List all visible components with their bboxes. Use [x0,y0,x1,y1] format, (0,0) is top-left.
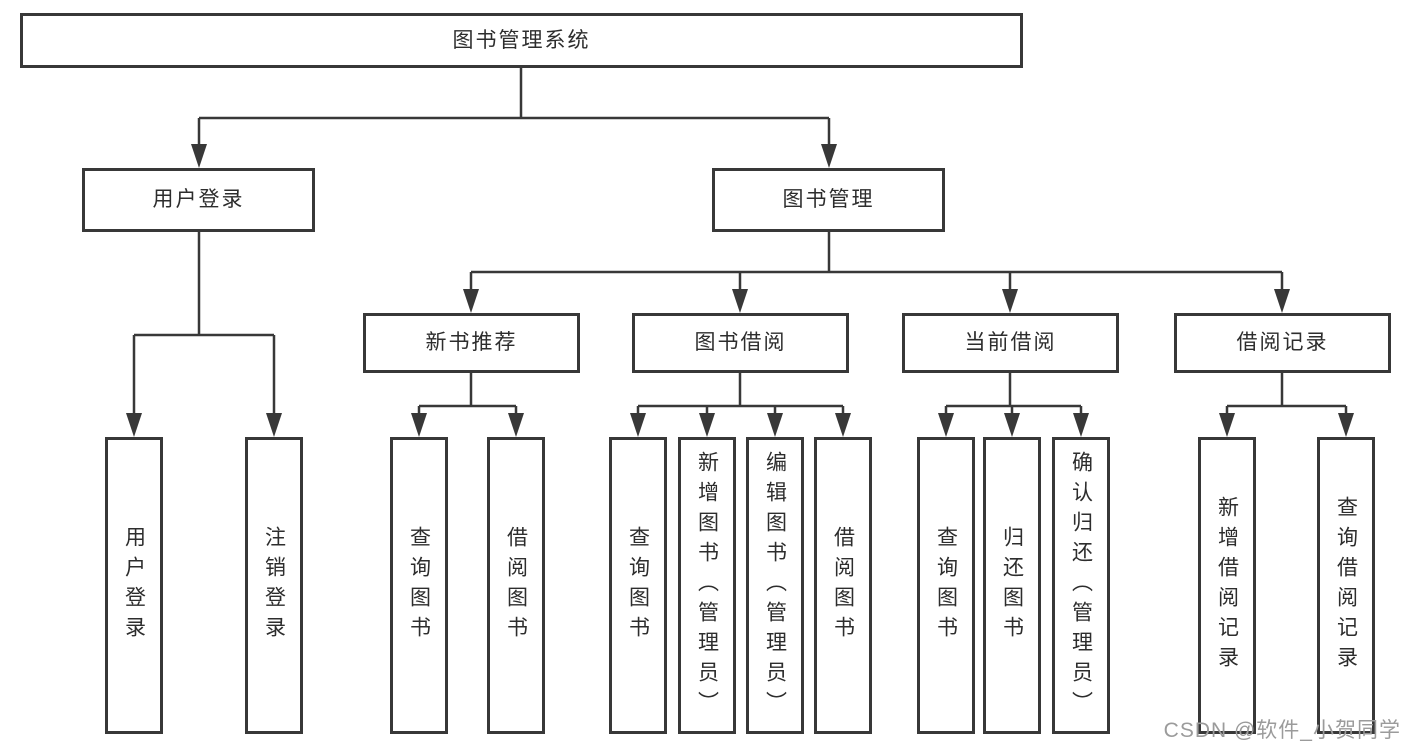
csdn-watermark: CSDN @软件_小贺同学 [1163,719,1401,742]
leaf-cb-query-books: 查询图书 [917,437,975,734]
node-root: 图书管理系统 [20,13,1023,68]
leaf-bb-query-books: 查询图书 [609,437,667,734]
node-new-book-recommend: 新书推荐 [363,313,580,373]
leaf-cb-return-books: 归还图书 [983,437,1041,734]
leaf-nbr-borrow-books: 借阅图书 [487,437,545,734]
leaf-cb-confirm-return-admin: 确认归还（管理员） [1052,437,1110,734]
node-book-borrow: 图书借阅 [632,313,849,373]
node-user-login: 用户登录 [82,168,315,232]
node-borrow-records: 借阅记录 [1174,313,1391,373]
node-book-management: 图书管理 [712,168,945,232]
leaf-bb-add-book-admin: 新增图书（管理员） [678,437,736,734]
node-current-borrow: 当前借阅 [902,313,1119,373]
arrowhead-icons [126,144,1354,437]
leaf-user-login: 用户登录 [105,437,163,734]
leaf-logout: 注销登录 [245,437,303,734]
leaf-bb-edit-book-admin: 编辑图书（管理员） [746,437,804,734]
leaf-nbr-query-books: 查询图书 [390,437,448,734]
leaf-br-add-record: 新增借阅记录 [1198,437,1256,734]
leaf-br-query-record: 查询借阅记录 [1317,437,1375,734]
leaf-bb-borrow-books: 借阅图书 [814,437,872,734]
